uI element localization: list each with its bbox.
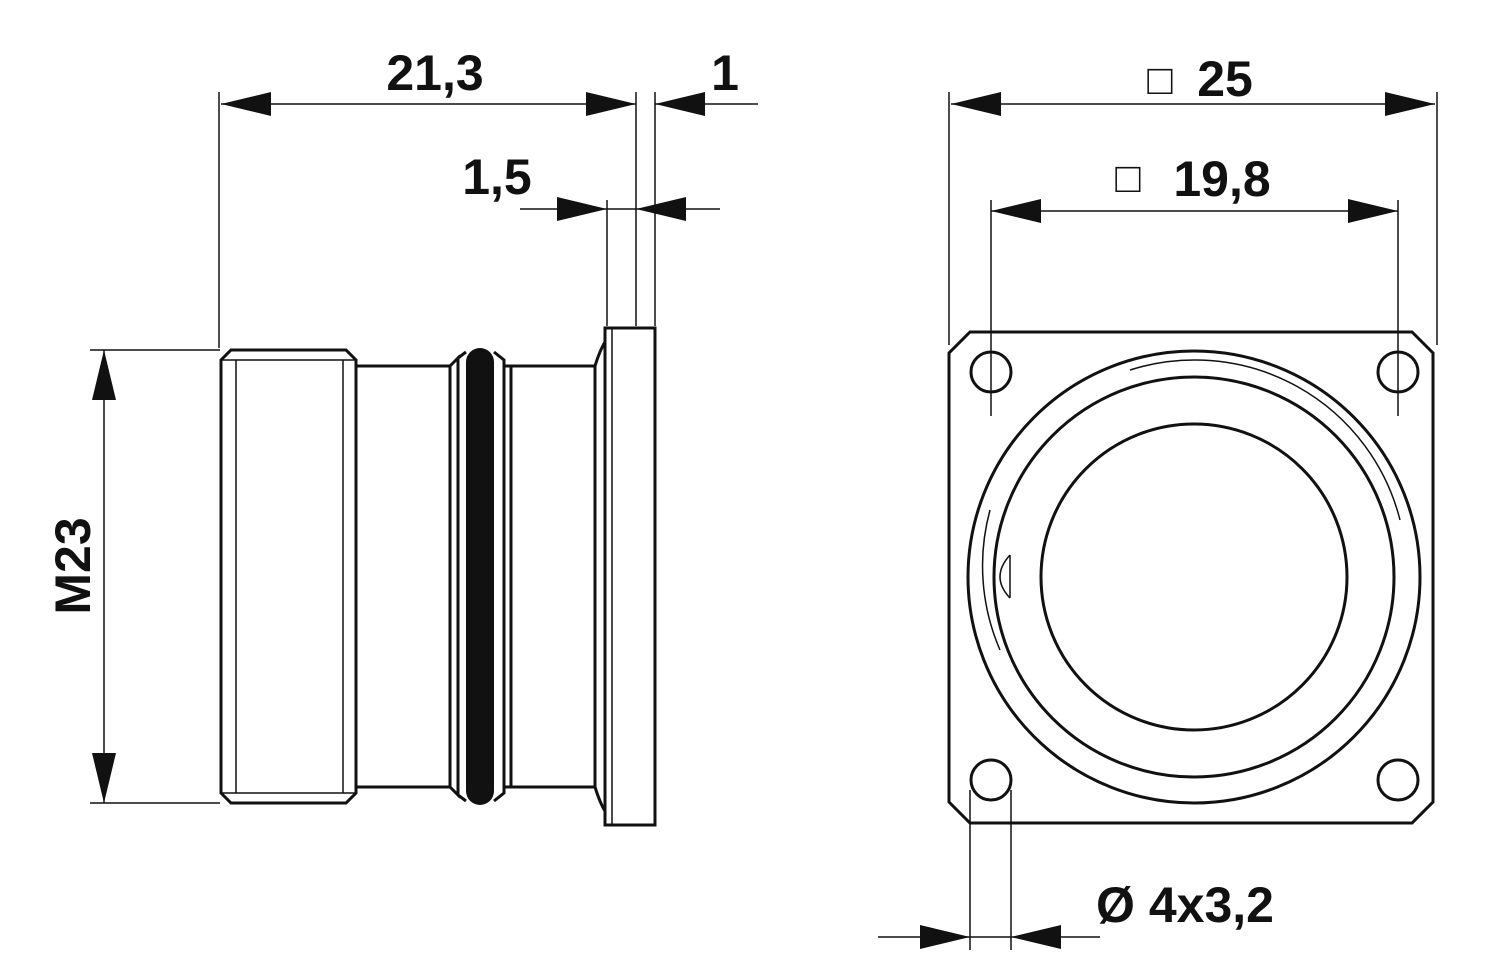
front-view: □ 25 □ 19,8 Ø 4x3,2 <box>878 51 1438 950</box>
dimension-thread: M23 <box>45 349 220 804</box>
dimension-hole-pitch: □ 19,8 <box>990 151 1399 416</box>
neck-section <box>356 354 460 799</box>
square-symbol: □ <box>1115 154 1141 201</box>
dim-flange-gap-label: 1 <box>711 45 739 101</box>
dimension-flange-gap: 1 <box>654 45 758 326</box>
dim-hole-pitch-label: 19,8 <box>1173 151 1270 207</box>
o-ring <box>457 348 506 805</box>
body-section <box>504 336 607 817</box>
dim-outer-square-label: 25 <box>1197 51 1253 107</box>
square-symbol: □ <box>1147 56 1173 103</box>
dim-holes-label: Ø 4x3,2 <box>1096 877 1274 933</box>
dimension-holes: Ø 4x3,2 <box>878 790 1274 950</box>
dimension-flange: 1,5 <box>462 149 720 326</box>
dimension-outer-square: □ 25 <box>948 51 1438 345</box>
threaded-section <box>219 348 358 805</box>
middle-ring <box>992 375 1396 779</box>
dim-length-label: 21,3 <box>386 45 483 101</box>
dimension-length: 21,3 <box>218 45 637 348</box>
mounting-hole <box>969 758 1013 802</box>
coding-key <box>999 554 1011 599</box>
mounting-hole <box>1376 758 1420 802</box>
flange <box>603 326 657 827</box>
inner-arc <box>1129 359 1401 521</box>
dim-thread-label: M23 <box>45 517 101 614</box>
flange-outline <box>947 330 1435 825</box>
inner-bore <box>1039 422 1349 732</box>
outer-ring <box>966 349 1422 805</box>
side-view: 21,3 1 1,5 M23 <box>45 45 758 827</box>
dim-flange-label: 1,5 <box>462 149 532 205</box>
inner-arc <box>981 509 1001 651</box>
